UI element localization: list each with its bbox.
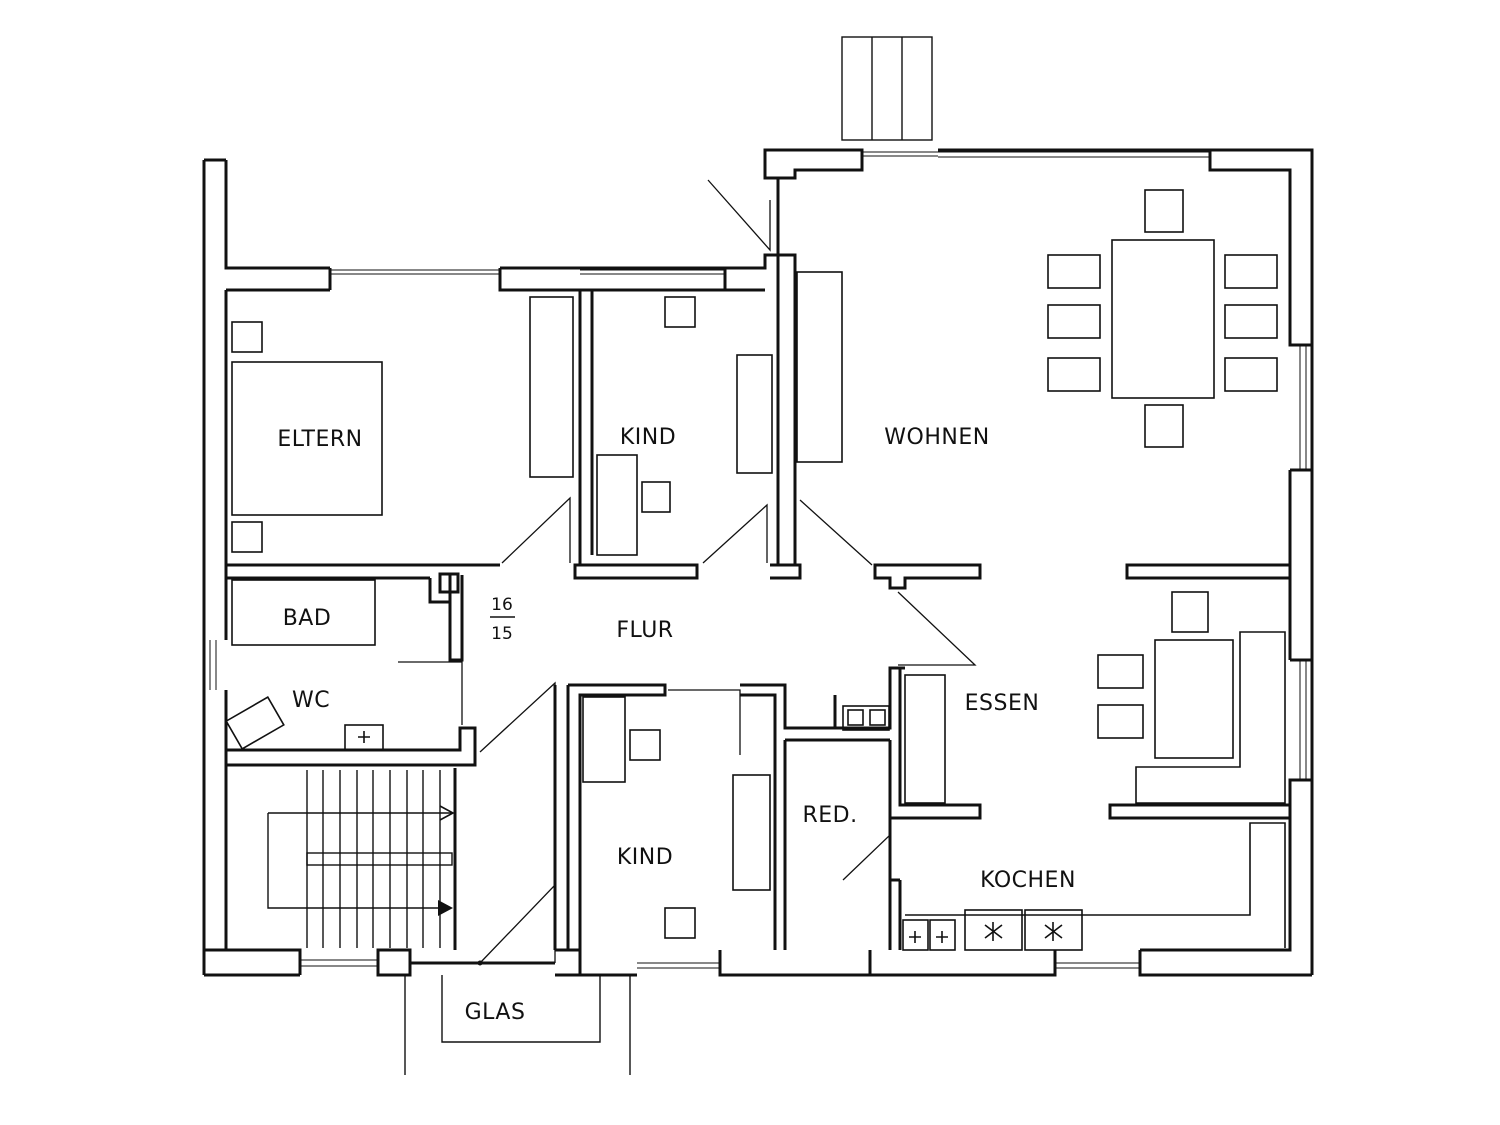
wardrobe-kind xyxy=(736,354,773,474)
chimney-box xyxy=(842,705,890,731)
staircase xyxy=(267,770,455,948)
exterior-walls xyxy=(202,148,1314,977)
chair-right-2 xyxy=(1224,304,1278,339)
stair-count-upper: 16 xyxy=(491,595,513,615)
stair-count-lower: 15 xyxy=(491,624,513,644)
sink-2 xyxy=(929,919,956,951)
label-wc: WC xyxy=(292,688,330,713)
chair-left-3 xyxy=(1047,357,1101,392)
label-wohnen: WOHNEN xyxy=(884,425,989,450)
chimney-flue-2 xyxy=(869,709,886,726)
furniture xyxy=(225,189,1286,1075)
chair-left-1 xyxy=(1047,254,1101,289)
label-eltern: ELTERN xyxy=(277,427,362,452)
stove-2 xyxy=(1024,909,1083,951)
chair-essen-1 xyxy=(1097,654,1144,689)
chimney-flue-1 xyxy=(847,709,864,726)
desk xyxy=(596,454,638,556)
stool-south xyxy=(664,907,696,939)
bed xyxy=(231,361,383,516)
label-kochen: KOCHEN xyxy=(980,868,1076,893)
label-kind-south: KIND xyxy=(617,845,673,870)
desk-south xyxy=(582,696,626,783)
sideboard xyxy=(796,271,843,463)
nightstand-bottom xyxy=(231,521,263,553)
chair-right-3 xyxy=(1224,357,1278,392)
exterior-steps xyxy=(841,36,933,141)
interior-walls xyxy=(226,253,1292,950)
sink-1 xyxy=(902,919,929,951)
chair xyxy=(664,296,696,328)
wardrobe-eltern xyxy=(529,296,574,478)
stool xyxy=(641,481,671,513)
label-bad: BAD xyxy=(283,606,332,631)
glas-porch xyxy=(404,975,631,1075)
chair-south xyxy=(629,729,661,761)
washbasin xyxy=(344,724,384,751)
dining-table xyxy=(1111,239,1215,399)
nightstand-top xyxy=(231,321,263,353)
label-flur: FLUR xyxy=(616,618,673,643)
label-kind-north: KIND xyxy=(620,425,676,450)
chair-right-1 xyxy=(1224,254,1278,289)
toilet xyxy=(225,696,285,750)
essen-cabinet xyxy=(904,674,946,804)
chair-essen-2 xyxy=(1097,704,1144,739)
label-essen: ESSEN xyxy=(965,691,1040,716)
label-red: RED. xyxy=(802,803,857,828)
stove-1 xyxy=(964,909,1023,951)
windows xyxy=(209,151,1307,969)
doors xyxy=(398,179,977,966)
bathtub xyxy=(231,579,376,646)
chair-bottom xyxy=(1144,404,1184,448)
room-labels: ELTERN KIND WOHNEN BAD WC FLUR ESSEN KIN… xyxy=(277,425,1076,1025)
label-glas: GLAS xyxy=(465,1000,526,1025)
chair-top xyxy=(1144,189,1184,233)
sofa-back xyxy=(1171,591,1209,633)
chair-left-2 xyxy=(1047,304,1101,339)
wardrobe-south xyxy=(732,774,771,891)
dining-seat xyxy=(1154,639,1234,759)
